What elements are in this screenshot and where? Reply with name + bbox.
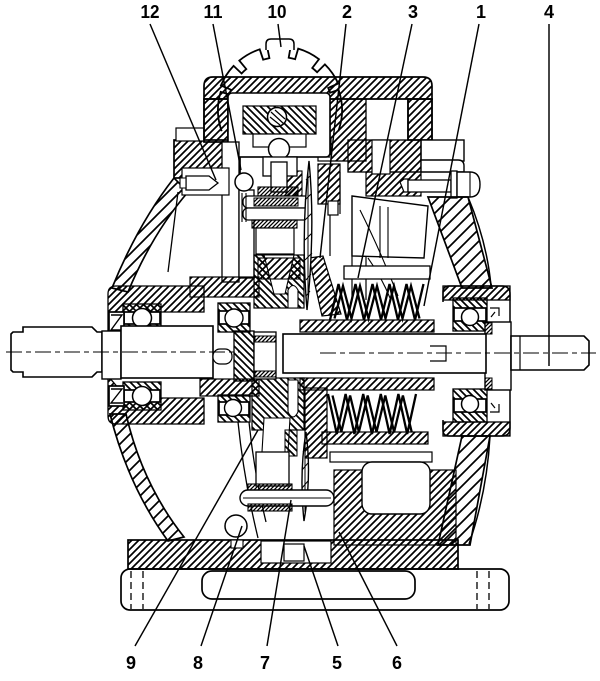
svg-text:8: 8 bbox=[193, 653, 203, 673]
svg-text:9: 9 bbox=[126, 653, 136, 673]
svg-text:5: 5 bbox=[332, 653, 342, 673]
svg-text:11: 11 bbox=[204, 2, 223, 22]
svg-text:7: 7 bbox=[260, 653, 270, 673]
svg-text:3: 3 bbox=[408, 2, 418, 22]
svg-text:10: 10 bbox=[268, 2, 287, 22]
svg-text:4: 4 bbox=[544, 2, 554, 22]
svg-text:6: 6 bbox=[392, 653, 402, 673]
svg-text:2: 2 bbox=[342, 2, 352, 22]
svg-text:1: 1 bbox=[476, 2, 486, 22]
svg-text:12: 12 bbox=[141, 2, 160, 22]
